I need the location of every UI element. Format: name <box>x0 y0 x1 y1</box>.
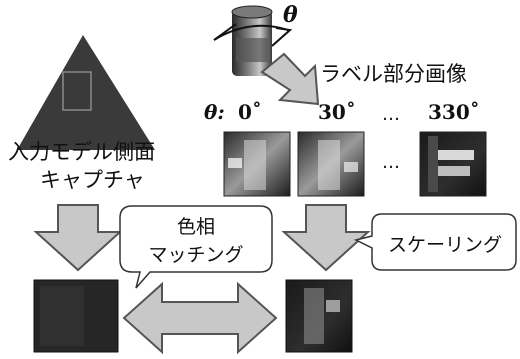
label-image-caption: ラベル部分画像 <box>320 62 467 86</box>
input-model-caption-line2: キャプチャ <box>40 168 145 192</box>
angle-label-30: 30˚ <box>318 100 356 124</box>
hue-matching-line1: 色相 <box>176 216 215 238</box>
matching-double-arrow <box>122 281 278 355</box>
hue-matching-callout <box>119 205 273 289</box>
model-capture-image <box>33 279 119 353</box>
left-down-arrow <box>33 204 123 272</box>
ellipsis-top: … <box>382 104 400 125</box>
rotation-arrow-icon <box>213 23 293 47</box>
scaling-label: スケーリング <box>387 234 502 256</box>
theta-symbol: θ <box>283 2 298 28</box>
angle-image-330 <box>419 131 487 197</box>
angle-label-330: 330˚ <box>428 100 480 124</box>
down-right-block-arrow <box>260 52 320 106</box>
right-down-arrow <box>281 204 371 272</box>
hue-matching-line2: マッチング <box>148 244 244 266</box>
angle-image-30 <box>297 131 365 197</box>
capture-region-box <box>62 71 92 111</box>
input-model-triangle <box>17 35 155 150</box>
angle-image-0 <box>223 131 291 197</box>
input-model-caption-line1: 入力モデル側面 <box>8 140 155 164</box>
ellipsis-middle: … <box>382 152 400 173</box>
can-object <box>231 5 273 76</box>
scaled-label-image <box>285 279 353 353</box>
angle-prefix: θ: <box>204 100 225 124</box>
scaling-callout <box>353 213 517 271</box>
angle-label-0: 0˚ <box>238 100 262 124</box>
